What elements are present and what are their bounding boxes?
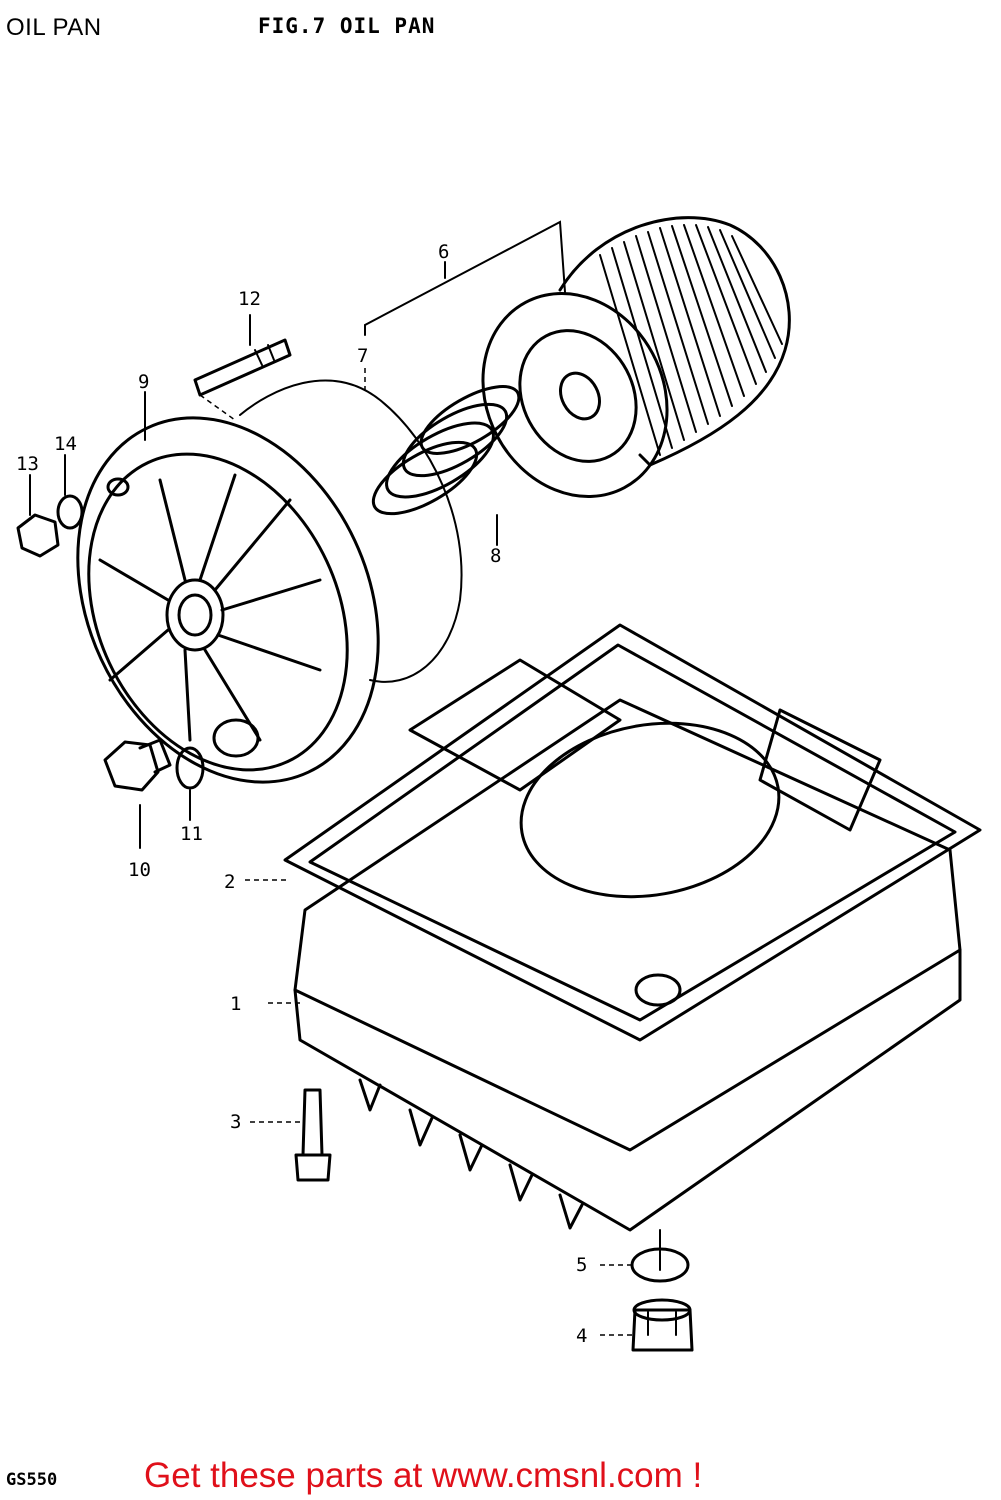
section-title: OIL PAN xyxy=(6,14,102,41)
footer-cta[interactable]: Get these parts at www.cmsnl.com ! xyxy=(144,1456,703,1495)
callout-7: 7 xyxy=(357,345,368,367)
pan-bolt xyxy=(294,1088,332,1182)
callout-5: 5 xyxy=(576,1254,587,1276)
figure-title: FIG.7 OIL PAN xyxy=(258,14,436,38)
oil-filter-cover xyxy=(76,416,380,784)
callout-4: 4 xyxy=(576,1325,587,1347)
oil-filter-element xyxy=(481,216,791,498)
cover-stud xyxy=(193,338,292,421)
callout-1: 1 xyxy=(230,993,241,1015)
callout-9: 9 xyxy=(138,371,149,393)
leader-lines xyxy=(29,220,632,1336)
callout-12: 12 xyxy=(238,288,261,310)
cover-drain-bolt xyxy=(103,738,172,792)
callout-11: 11 xyxy=(180,823,203,845)
callout-2: 2 xyxy=(224,871,235,893)
model-code: GS550 xyxy=(6,1470,58,1490)
callout-3: 3 xyxy=(230,1111,241,1133)
oil-pan-gasket xyxy=(283,623,982,1042)
cover-o-ring xyxy=(239,379,463,683)
drain-plug xyxy=(631,1298,694,1352)
callout-13: 13 xyxy=(16,453,39,475)
callout-6: 6 xyxy=(438,241,449,263)
callout-10: 10 xyxy=(128,859,151,881)
cap-nut xyxy=(16,513,60,558)
filter-spring xyxy=(371,385,521,516)
drain-gasket xyxy=(175,746,205,790)
callout-8: 8 xyxy=(490,545,501,567)
callout-labels: 1 2 3 4 5 6 7 8 9 10 11 12 13 14 xyxy=(16,241,587,1347)
washer xyxy=(56,494,84,530)
oil-pan xyxy=(293,698,962,1271)
callout-14: 14 xyxy=(54,433,77,455)
